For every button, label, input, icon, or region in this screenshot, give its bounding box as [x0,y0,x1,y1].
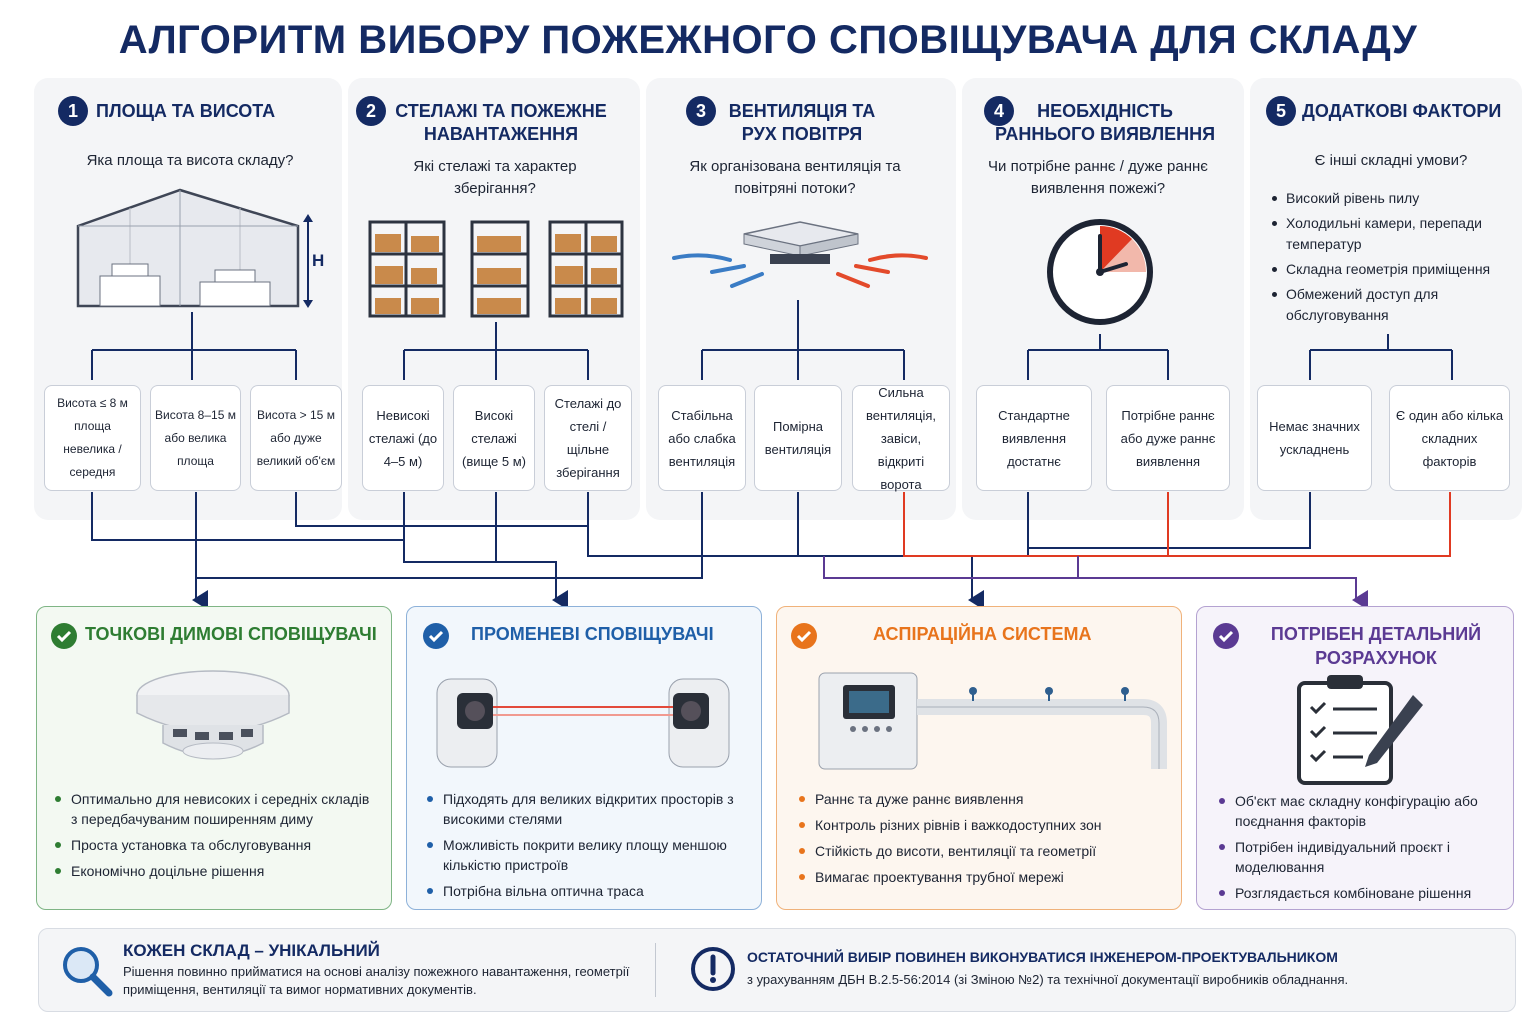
option-low-racks[interactable]: Невисокі стелажі (до 4–5 м) [362,385,444,491]
step-title: СТЕЛАЖІ ТА ПОЖЕЖНЕ НАВАНТАЖЕННЯ [395,101,607,144]
check-icon [51,623,77,649]
step-question: Є інші складні умови? [1314,152,1468,169]
footer-divider [655,943,656,997]
ventilation-icon [672,221,928,288]
result-aspiration: АСПІРАЦІЙНА СИСТЕМА Раннє та дуже раннє … [776,606,1182,910]
option-strong-ventilation[interactable]: Сильна вентиляція, завіси, відкриті воро… [852,385,950,492]
step-number: 3 [686,96,716,126]
footer-right-title: ОСТАТОЧНИЙ ВИБІР ПОВИНЕН ВИКОНУВАТИСЯ ІН… [747,949,1338,965]
result-points: Оптимально для невисоких і середніх скла… [55,789,375,887]
list-item: Холодильні камери, перепади температур [1272,213,1512,255]
step-number: 1 [58,96,88,126]
step-question: Як організована вентиляція та повітряні … [689,158,901,197]
warehouse-icon [76,188,313,308]
option-no-complications[interactable]: Немає значних ускладнень [1257,385,1372,491]
step-question: Які стелажі та характер зберігання? [413,158,577,197]
result-points: Підходять для великих відкритих просторі… [427,789,747,907]
list-item: Вимагає проектування трубної мережі [799,867,1169,887]
result-title: ПОТРІБЕН ДЕТАЛЬНИЙ РОЗРАХУНОК [1270,624,1482,668]
result-point-smoke: ТОЧКОВІ ДИМОВІ СПОВІЩУВАЧІ Оптимально дл… [36,606,392,910]
page-title: АЛГОРИТМ ВИБОРУ ПОЖЕЖНОГО СПОВІЩУВАЧА ДЛ… [118,18,1418,62]
step-number: 5 [1266,96,1296,126]
clock-icon [1047,219,1153,325]
option-early-detection[interactable]: Потрібне раннє або дуже раннє виявлення [1106,385,1230,491]
step-number: 4 [984,96,1014,126]
check-icon [1213,623,1239,649]
footer-right-text: з урахуванням ДБН В.2.5-56:2014 (зі Змін… [747,972,1349,987]
result-title: ПРОМЕНЕВІ СПОВІЩУВАЧІ [471,624,714,644]
list-item: Раннє та дуже раннє виявлення [799,789,1169,809]
exclamation-icon [691,947,735,991]
smoke-detector-icon [136,670,290,760]
check-icon [791,623,817,649]
option-standard-detection[interactable]: Стандартне виявлення достатнє [976,385,1092,491]
option-height-le-8[interactable]: Висота ≤ 8 м площа невелика / середня [44,385,141,491]
result-title: АСПІРАЦІЙНА СИСТЕМА [873,624,1092,644]
list-item: Обмежений доступ для обслуговування [1272,284,1512,326]
aspiration-unit-icon [818,672,1167,770]
result-points: Раннє та дуже раннє виявлення Контроль р… [799,789,1169,893]
step-title: ДОДАТКОВІ ФАКТОРИ [1302,101,1502,121]
clipboard-icon [1297,675,1423,785]
option-moderate-ventilation[interactable]: Помірна вентиляція [754,385,842,491]
magnifier-icon [63,947,113,997]
list-item: Стійкість до висоти, вентиляції та геоме… [799,841,1169,861]
footer-notes: КОЖЕН СКЛАД – УНІКАЛЬНИЙ Рішення повинно… [38,928,1516,1012]
list-item: Економічно доцільне рішення [55,861,375,881]
list-item: Можливість покрити велику площу меншою к… [427,835,747,875]
list-item: Розглядається комбіноване рішення [1219,883,1509,903]
list-item: Потрібна вільна оптична траса [427,881,747,901]
list-item: Складна геометрія приміщення [1272,259,1512,280]
footer-left-text: Рішення повинно прийматися на основі ана… [123,964,630,997]
additional-factors-list: Високий рівень пилу Холодильні камери, п… [1272,188,1512,330]
step-title: ПЛОЩА ТА ВИСОТА [96,101,276,121]
result-points: Об'єкт має складну конфігурацію або поєд… [1219,791,1509,909]
step-title: НЕОБХІДНІСТЬ РАННЬОГО ВИЯВЛЕННЯ [994,101,1216,144]
flow-connectors [91,300,1453,610]
option-weak-ventilation[interactable]: Стабільна або слабка вентиляція [658,385,746,491]
list-item: Об'єкт має складну конфігурацію або поєд… [1219,791,1509,831]
list-item: Підходять для великих відкритих просторі… [427,789,747,829]
list-item: Потрібен індивідуальний проєкт і моделюв… [1219,837,1509,877]
option-complex-factors[interactable]: Є один або кілька складних факторів [1389,385,1510,491]
option-racks-to-ceiling[interactable]: Стелажі до стелі / щільне зберігання [544,385,632,491]
step-question: Чи потрібне раннє / дуже раннє виявлення… [988,158,1208,197]
result-title: ТОЧКОВІ ДИМОВІ СПОВІЩУВАЧІ [85,624,377,644]
result-beam: ПРОМЕНЕВІ СПОВІЩУВАЧІ Підходять для вели… [406,606,762,910]
check-icon [423,623,449,649]
result-detailed-calc: ПОТРІБЕН ДЕТАЛЬНИЙ РОЗРАХУНОК Об'єкт має… [1196,606,1514,910]
step-question: Яка площа та висота складу? [86,152,294,169]
height-label: H [312,251,325,270]
option-height-8-15[interactable]: Висота 8–15 м або велика площа [150,385,241,491]
option-high-racks[interactable]: Високі стелажі (вище 5 м) [453,385,535,491]
list-item: Контроль різних рівнів і важкодоступних … [799,815,1169,835]
beam-detector-icon [436,678,730,768]
step-number: 2 [356,96,386,126]
list-item: Проста установка та обслуговування [55,835,375,855]
shelving-icon [368,220,624,318]
list-item: Оптимально для невисоких і середніх скла… [55,789,375,829]
step-title: ВЕНТИЛЯЦІЯ ТА РУХ ПОВІТРЯ [728,101,876,144]
footer-left-title: КОЖЕН СКЛАД – УНІКАЛЬНИЙ [123,941,380,960]
option-height-gt-15[interactable]: Висота > 15 м або дуже великий об'єм [250,385,342,491]
list-item: Високий рівень пилу [1272,188,1512,209]
